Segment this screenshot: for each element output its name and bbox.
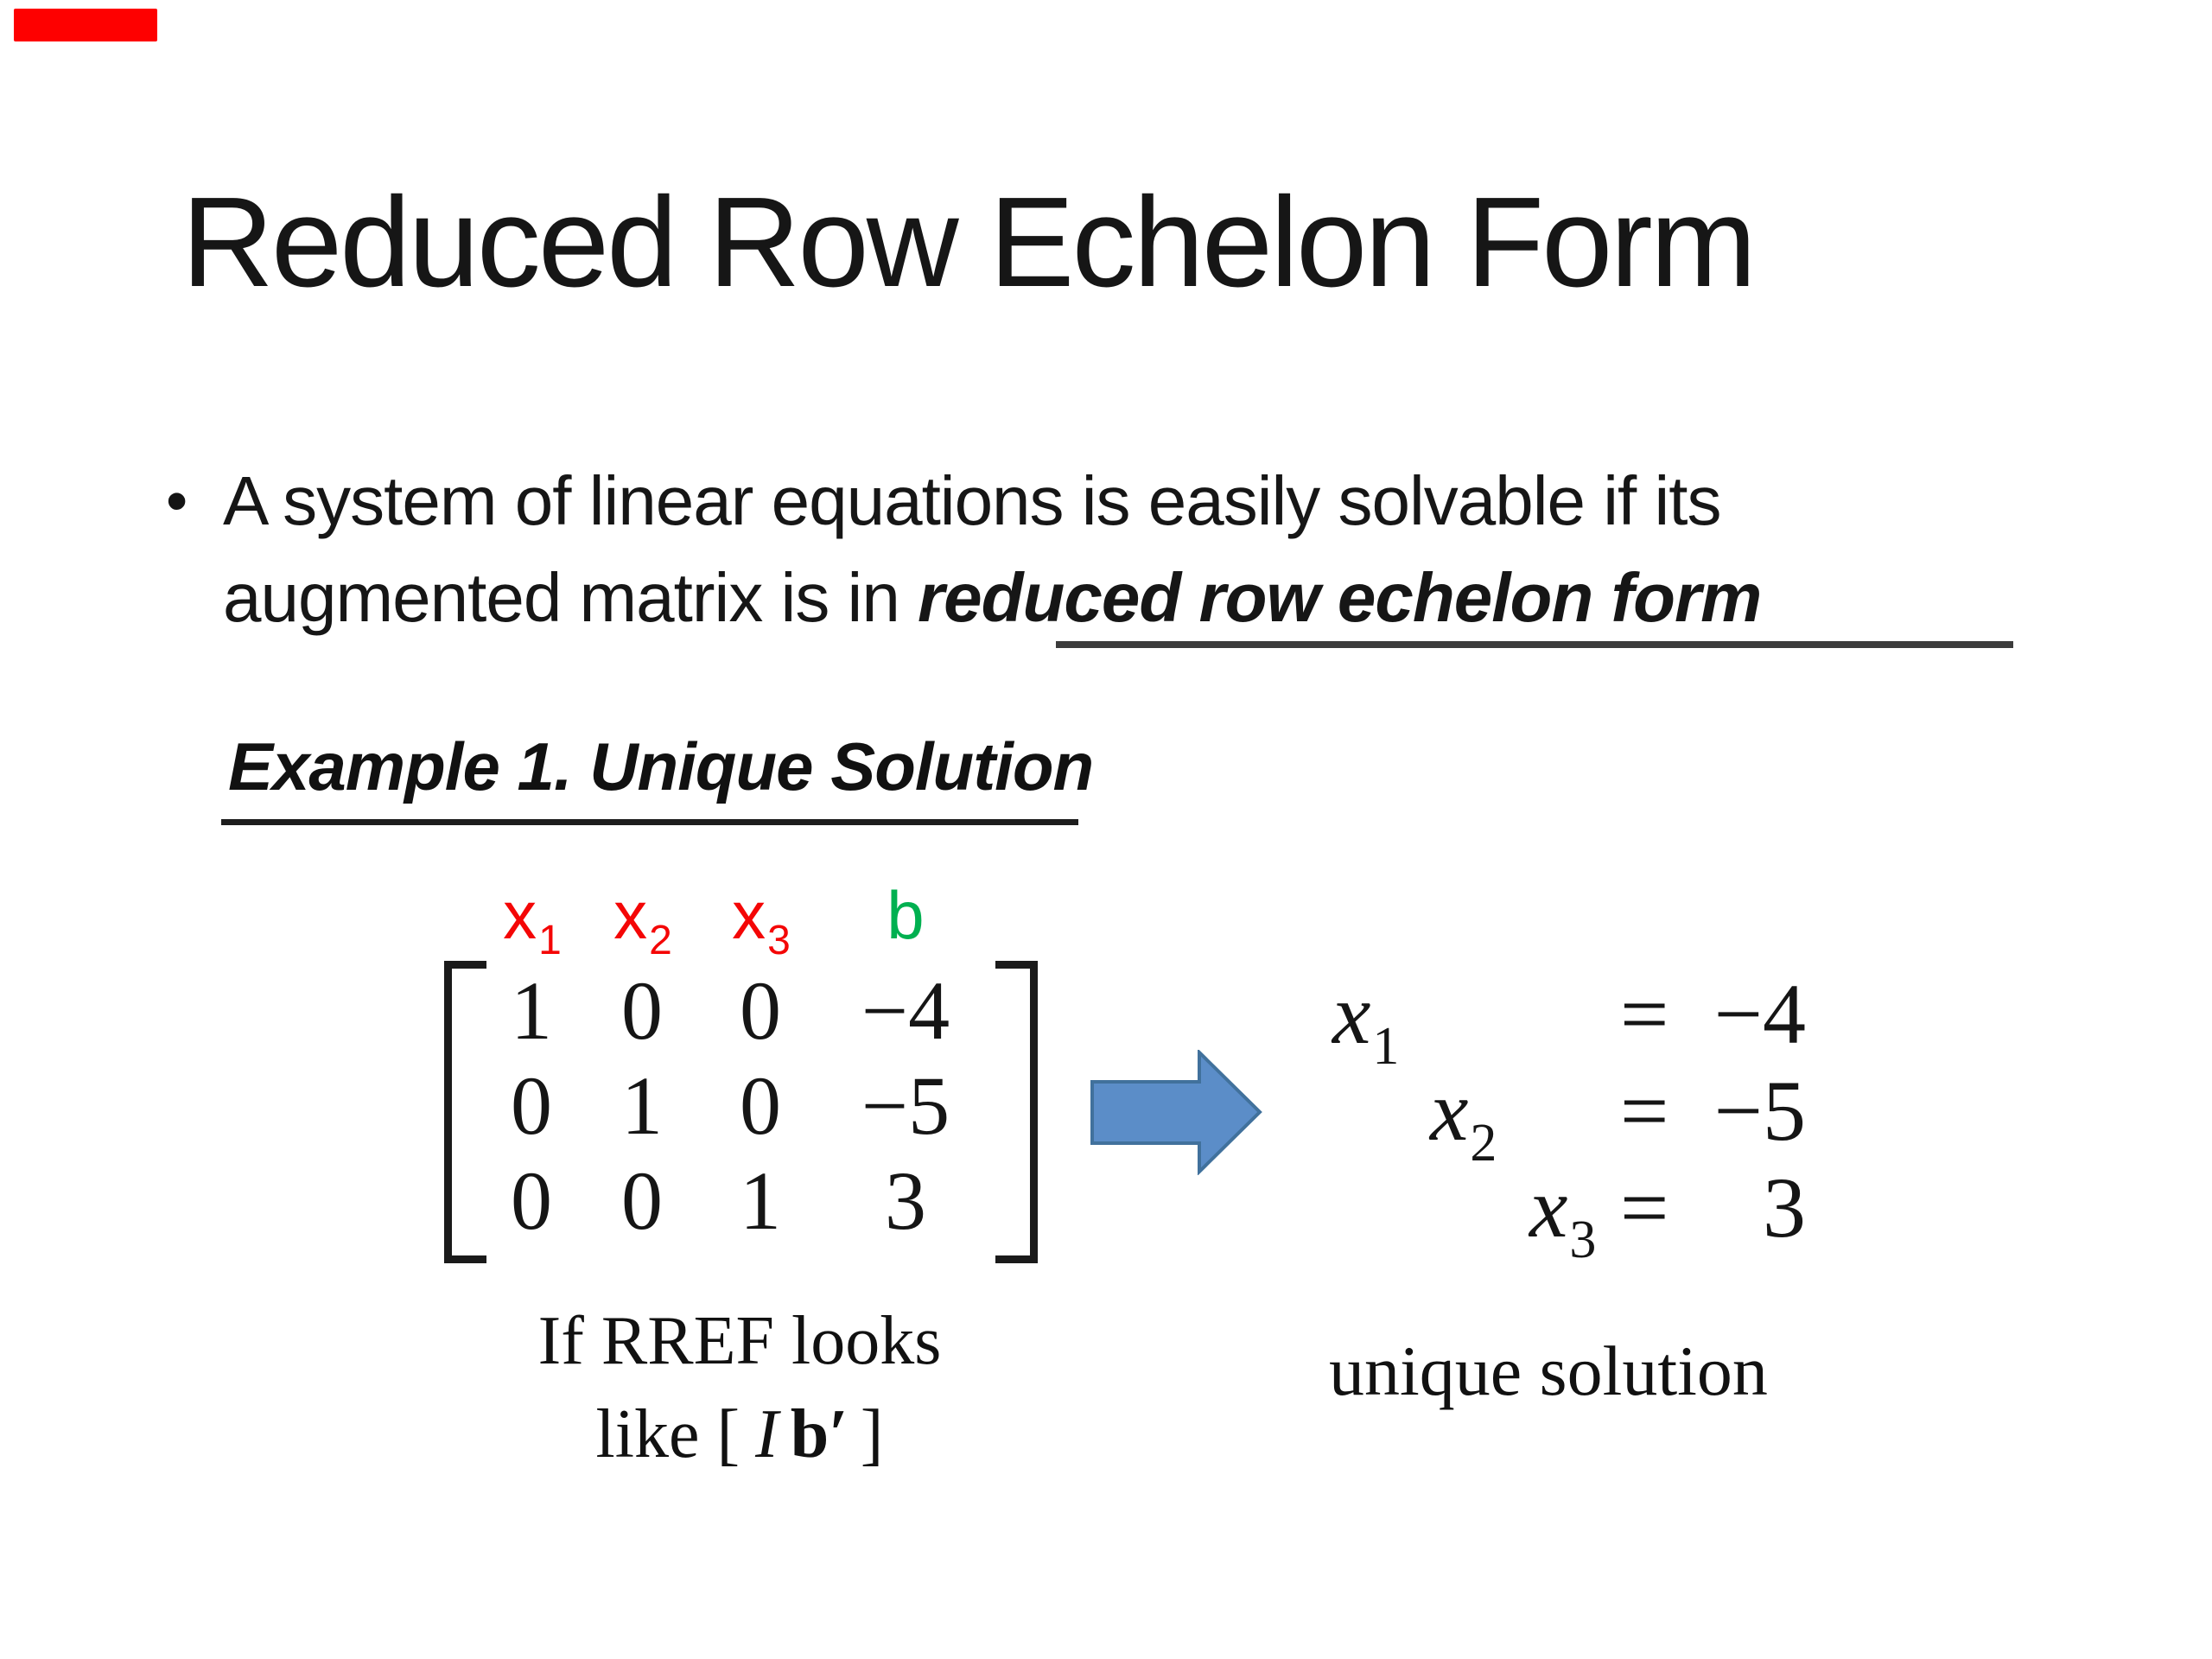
matrix-cell: 1 (740, 1154, 781, 1247)
column-label-x3: x3 (732, 877, 791, 963)
unique-solution-caption: unique solution (1329, 1332, 1768, 1410)
equals-sign: = (1620, 1063, 1669, 1159)
matrix-cell: 0 (740, 963, 781, 1057)
matrix-right-bracket (995, 961, 1038, 1263)
matrix-cell: 0 (740, 1058, 781, 1152)
bullet-text: A system of linear equations is easily s… (223, 453, 2072, 646)
matrix-cell: 0 (511, 1154, 552, 1247)
bullet-text-plain: A system of linear equations is easily s… (223, 462, 1721, 636)
matrix-cell: 0 (621, 1154, 663, 1247)
column-label-x2: x2 (613, 877, 672, 963)
equation-row-2: x2 = −5 (1332, 1063, 1806, 1173)
arrow-right-icon (1090, 1050, 1262, 1175)
column-label-b: b (887, 877, 925, 953)
bullet-marker: • (166, 467, 188, 536)
matrix-left-bracket (444, 961, 486, 1263)
equation-row-1: x1 = −4 (1332, 966, 1806, 1076)
equation-value: −5 (1713, 1063, 1806, 1159)
matrix-cell: 0 (511, 1058, 552, 1152)
equation-value: −4 (1713, 966, 1806, 1062)
matrix-cell: 3 (885, 1154, 926, 1247)
bullet-text-emphasis: reduced row echelon form (918, 559, 1762, 636)
example-heading-underline (221, 819, 1078, 825)
equation-value: 3 (1763, 1160, 1806, 1255)
example-heading: Example 1. Unique Solution (228, 728, 1094, 804)
b-prime-symbol: b′ (790, 1396, 849, 1472)
equals-sign: = (1620, 1160, 1669, 1255)
equation-variable: x2 (1430, 1063, 1497, 1173)
identity-matrix-symbol: I (755, 1396, 779, 1472)
augmented-matrix: 1 0 0 −4 0 1 0 −5 0 0 1 3 (480, 963, 992, 1248)
red-corner-bar (14, 9, 157, 41)
rref-caption-line1: If RREF looks (537, 1303, 942, 1379)
matrix-cell: −4 (861, 963, 950, 1057)
equals-sign: = (1620, 966, 1669, 1062)
emphasis-underline (1056, 641, 2013, 648)
equation-variable: x3 (1529, 1160, 1597, 1269)
matrix-cell: −5 (861, 1058, 950, 1152)
column-label-x1: x1 (503, 877, 562, 963)
slide-title: Reduced Row Echelon Form (181, 171, 1757, 314)
matrix-cell: 1 (511, 963, 552, 1057)
matrix-cell: 1 (621, 1058, 663, 1152)
equation-row-3: x3 = 3 (1332, 1160, 1806, 1269)
equation-variable: x1 (1332, 966, 1400, 1076)
matrix-column-labels: x1 x2 x3 b (480, 877, 992, 963)
matrix-cell: 0 (621, 963, 663, 1057)
